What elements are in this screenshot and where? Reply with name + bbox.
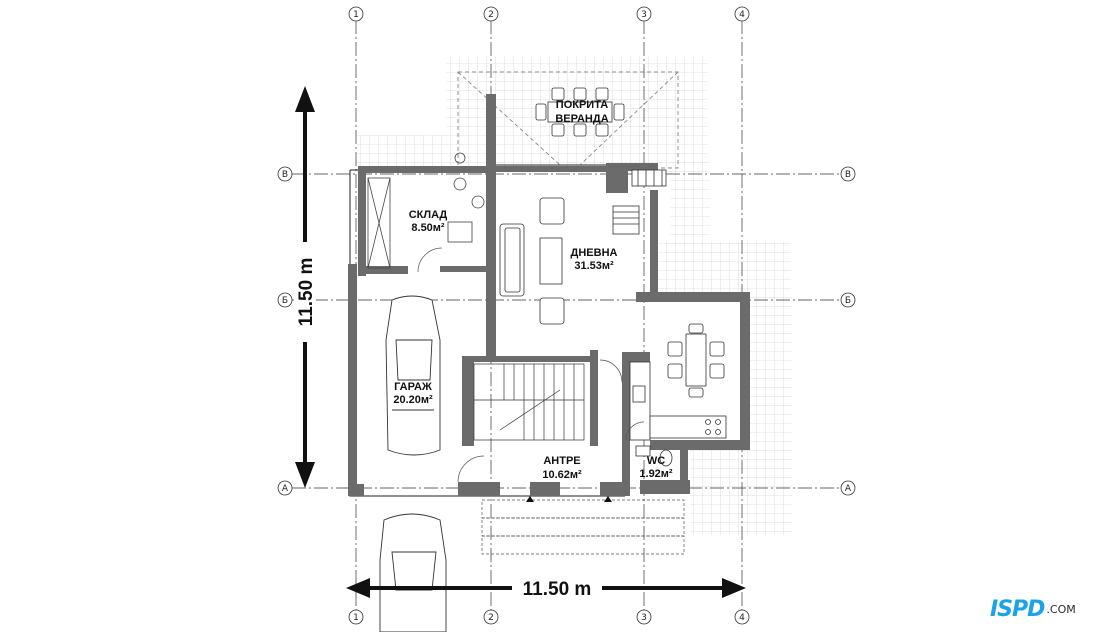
storage-label: СКЛАД — [409, 209, 448, 221]
walls — [348, 94, 750, 496]
living-label: ДНЕВНА — [571, 247, 618, 259]
kitchen-counter — [629, 361, 727, 441]
axis-label: 2 — [488, 613, 494, 623]
veranda-table — [535, 87, 625, 137]
axis-label: 4 — [739, 10, 745, 20]
axis-markers-top: 1 2 3 4 — [348, 6, 750, 22]
logo-domain: .COM — [1046, 602, 1076, 616]
wc-fixtures — [635, 445, 673, 467]
axis-label: 1 — [353, 613, 359, 623]
veranda-label-2: ВЕРАНДА — [555, 113, 608, 125]
veranda-label-1: ПОКРИТА — [556, 99, 608, 111]
garage-area: 20.20м² — [393, 394, 433, 406]
axis-label: А — [282, 484, 289, 494]
axis-label: 1 — [353, 10, 359, 20]
axis-label: В — [282, 170, 288, 180]
axis-label: 4 — [739, 613, 745, 623]
axis-label: Б — [282, 296, 288, 306]
brand-logo: ISPD .COM — [990, 594, 1114, 624]
storage-area: 8.50м² — [411, 222, 445, 234]
entrance-steps — [481, 496, 685, 555]
stairs — [473, 363, 585, 441]
driveway-car — [379, 513, 447, 632]
axis-label: 3 — [641, 10, 647, 20]
terrace-tiles — [356, 56, 792, 535]
garage-car — [385, 295, 441, 456]
axis-markers-bottom: 1 2 3 4 — [348, 609, 750, 625]
width-dimension: 11.50 m — [523, 579, 592, 600]
wc-area: 1.92м² — [639, 468, 673, 480]
living-furniture — [499, 169, 667, 325]
room-labels: ПОКРИТА ВЕРАНДА СКЛАД 8.50м² ДНЕВНА 31.5… — [393, 99, 673, 481]
hall-label: АНТРЕ — [543, 455, 580, 467]
veranda-roof-outline — [457, 71, 679, 169]
dimension-vertical: 11.50 m — [294, 86, 317, 488]
axis-label: А — [845, 484, 852, 494]
axis-label: 3 — [641, 613, 647, 623]
wc-label: WC — [647, 455, 665, 467]
height-dimension: 11.50 m — [296, 258, 317, 327]
storage-fixtures — [367, 152, 485, 269]
axis-label: В — [845, 170, 851, 180]
logo-mark: ISPD — [990, 596, 1045, 622]
dining-table — [667, 323, 725, 398]
axis-markers-left: В Б А — [277, 166, 293, 496]
axis-label: Б — [845, 296, 851, 306]
dimension-horizontal: 11.50 m — [346, 576, 746, 600]
hall-area: 10.62м² — [542, 469, 582, 481]
axis-markers-right: В Б А — [840, 166, 856, 496]
living-area: 31.53м² — [574, 260, 614, 272]
axis-label: 2 — [488, 10, 494, 20]
doors — [417, 247, 645, 483]
garage-label: ГАРАЖ — [394, 381, 432, 393]
